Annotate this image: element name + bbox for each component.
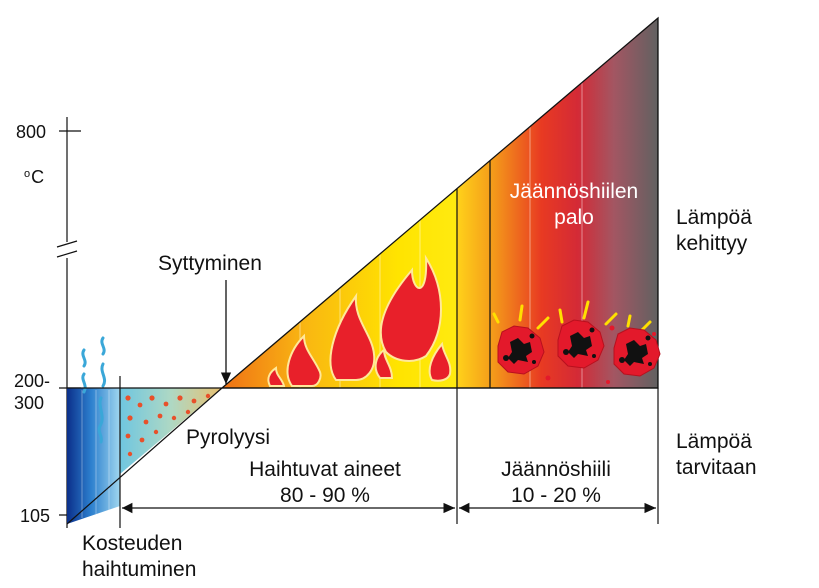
moisture-evaporation-zone: [67, 336, 120, 524]
heat-released-label-line2: kehittyy: [676, 232, 748, 255]
tick-200-300-label-line2: 300: [14, 393, 45, 413]
pyrolysis-zone: [120, 388, 222, 474]
heat-required-label-line2: tarvitaan: [676, 456, 757, 479]
flame-icon: [267, 254, 452, 387]
pyrolysis-label: Pyrolyysi: [186, 426, 271, 449]
char-burn-label-line1: Jäännöshiilen: [509, 180, 639, 203]
heat-required-label-line1: Lämpöä: [676, 430, 752, 453]
volatiles-label-line1: Haihtuvat aineet: [249, 458, 401, 481]
moisture-label-line2: haihtuminen: [82, 558, 197, 581]
axis-break-mark: [56, 240, 78, 248]
steam-icon: [81, 336, 107, 444]
tick-200-300-label-line1: 200-: [14, 371, 51, 391]
char-label-line1: Jäännöshiili: [501, 458, 611, 481]
char-label-line2: 10 - 20 %: [511, 484, 601, 507]
ignition-label: Syttyminen: [158, 252, 262, 275]
moisture-label-line1: Kosteuden: [82, 532, 183, 555]
volatiles-label-line2: 80 - 90 %: [280, 484, 370, 507]
celsius-letter: C: [31, 167, 45, 187]
char-burn-label-line2: palo: [554, 206, 594, 229]
baseline-lines: [66, 376, 659, 528]
temperature-unit-label: oC: [24, 163, 44, 188]
heat-released-label-line1: Lämpöä: [676, 206, 752, 229]
tick-105-label: 105: [20, 506, 51, 526]
degree-symbol: o: [24, 168, 31, 180]
glowing-ember-icon: [492, 300, 661, 384]
tick-800-label: 800: [16, 122, 47, 142]
